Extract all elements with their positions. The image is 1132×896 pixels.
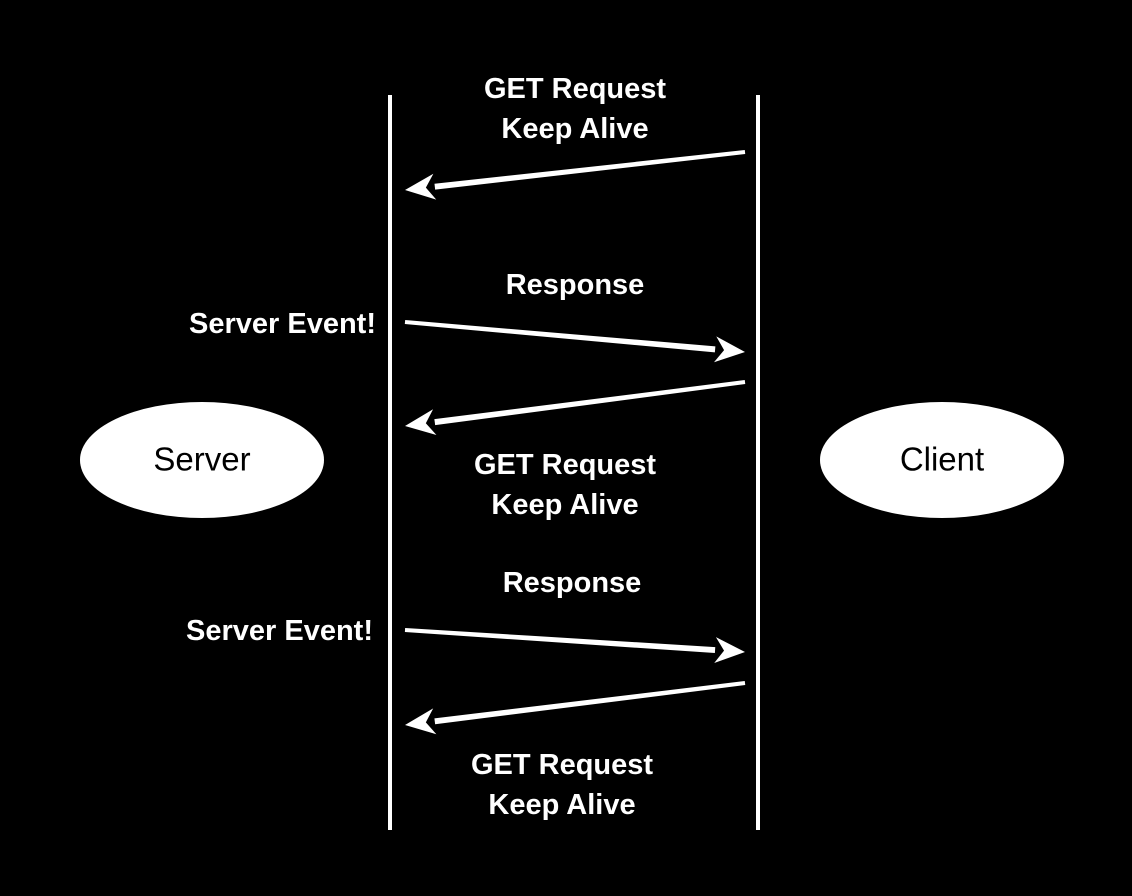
annotations-group: Server Event! Server Event!: [186, 308, 376, 647]
server-label: Server: [153, 441, 250, 478]
participants-group: Server Client: [80, 402, 1064, 518]
msg-1-label-line-1: GET Request: [484, 73, 666, 105]
msg-1-label-line-2: Keep Alive: [501, 113, 648, 145]
participant-client[interactable]: Client: [820, 402, 1064, 518]
msg-5-label-line-2: Keep Alive: [488, 789, 635, 821]
msg-2-arrowhead: [713, 336, 745, 363]
server-event-2: Server Event!: [186, 615, 373, 647]
msg-5-label-line-1: GET Request: [471, 749, 653, 781]
server-ellipse: [80, 402, 324, 518]
msg-3-label-line-2: Keep Alive: [491, 489, 638, 521]
msg-4-label-line-1: Response: [503, 567, 642, 599]
msg-1-arrowhead: [405, 173, 437, 200]
msg-5-arrowhead: [405, 708, 437, 735]
server-event-1: Server Event!: [189, 308, 376, 340]
client-label: Client: [900, 441, 984, 478]
msg-3-shaft: [434, 380, 746, 426]
msg-2-label-line-1: Response: [506, 269, 645, 301]
msg-3-label-line-1: GET Request: [474, 449, 656, 481]
msg-2: Response: [404, 269, 745, 363]
msg-4-shaft: [404, 628, 716, 654]
participant-server[interactable]: Server: [80, 402, 324, 518]
msg-1-shaft: [434, 150, 746, 190]
msg-4: Response: [404, 567, 745, 664]
msg-5-shaft: [434, 681, 746, 725]
client-ellipse: [820, 402, 1064, 518]
msg-2-shaft: [404, 320, 716, 353]
lifelines-group: [388, 95, 760, 830]
msg-4-arrowhead: [714, 637, 745, 664]
msg-3-arrowhead: [405, 409, 437, 436]
